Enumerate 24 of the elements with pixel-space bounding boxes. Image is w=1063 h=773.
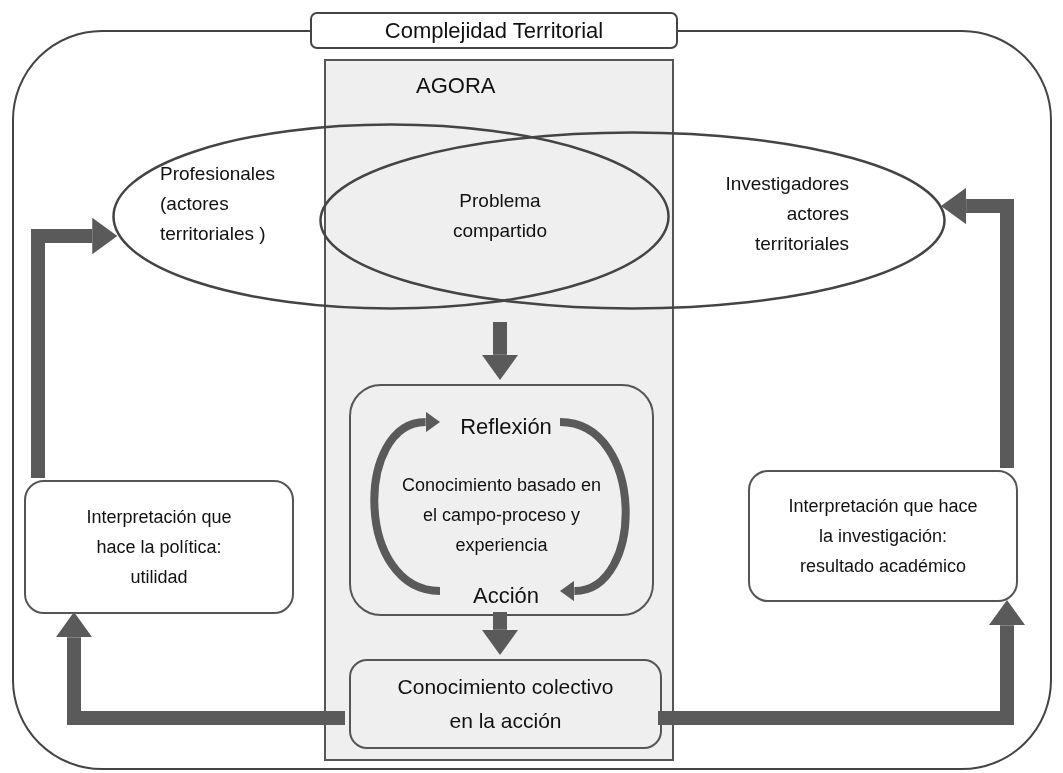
curved-arrow — [559, 418, 630, 602]
block-arrow — [940, 187, 1014, 468]
agora-panel — [324, 59, 674, 761]
block-arrow — [481, 322, 519, 380]
box-label: Conocimiento colectivo en la acción — [396, 674, 615, 734]
panel-heading: AGORA — [416, 73, 496, 99]
rounded-box — [349, 659, 662, 749]
ellipse-label: Investigadores actores territoriales — [724, 172, 849, 256]
title-box: Complejidad Territorial — [310, 12, 678, 49]
rounded-box — [24, 480, 294, 614]
block-arrow — [481, 612, 519, 655]
node-label: Reflexión — [460, 413, 552, 441]
box-label: Interpretación que hace la investigación: resultado académico — [787, 495, 979, 578]
curved-arrow — [370, 411, 441, 595]
rounded-box — [349, 384, 654, 616]
block-arrow — [31, 217, 118, 478]
block-arrow — [55, 612, 345, 725]
box-label: Conocimiento basado en el campo-proceso y experiencia — [401, 474, 602, 557]
node-label: Acción — [472, 582, 539, 610]
ellipse-label: Profesionales (actores territoriales ) — [160, 162, 277, 246]
box-label: Interpretación que hace la política: utilidad — [85, 506, 233, 589]
rounded-box — [748, 470, 1018, 602]
block-arrow — [658, 600, 1026, 725]
node-label: Problema compartido — [430, 186, 570, 250]
